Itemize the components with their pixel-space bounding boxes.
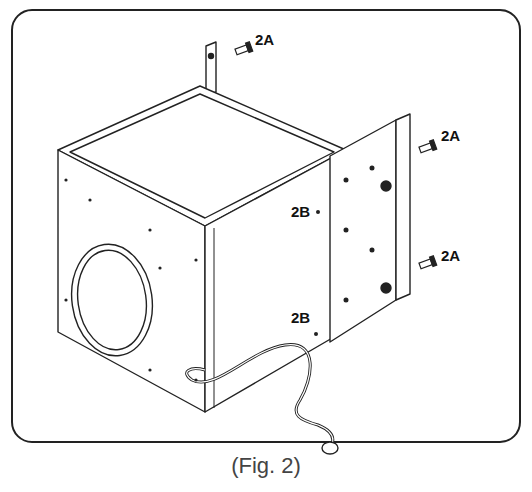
callout-number: 2A (440, 128, 461, 144)
power-cord (187, 345, 333, 444)
callout-number: 2B (290, 310, 311, 326)
cord-plug (322, 442, 338, 454)
side-bracket-flange (396, 114, 410, 300)
top-bracket (206, 42, 216, 96)
duct-collar (65, 239, 160, 361)
frame (12, 10, 520, 442)
side-bracket (330, 120, 396, 342)
callout-number: 2B (290, 204, 311, 220)
screws (234, 42, 436, 271)
callout-number: 2A (254, 32, 275, 48)
box-front (58, 150, 205, 412)
callout-number: 2A (440, 248, 461, 264)
figure-caption: (Fig. 2) (231, 453, 301, 479)
